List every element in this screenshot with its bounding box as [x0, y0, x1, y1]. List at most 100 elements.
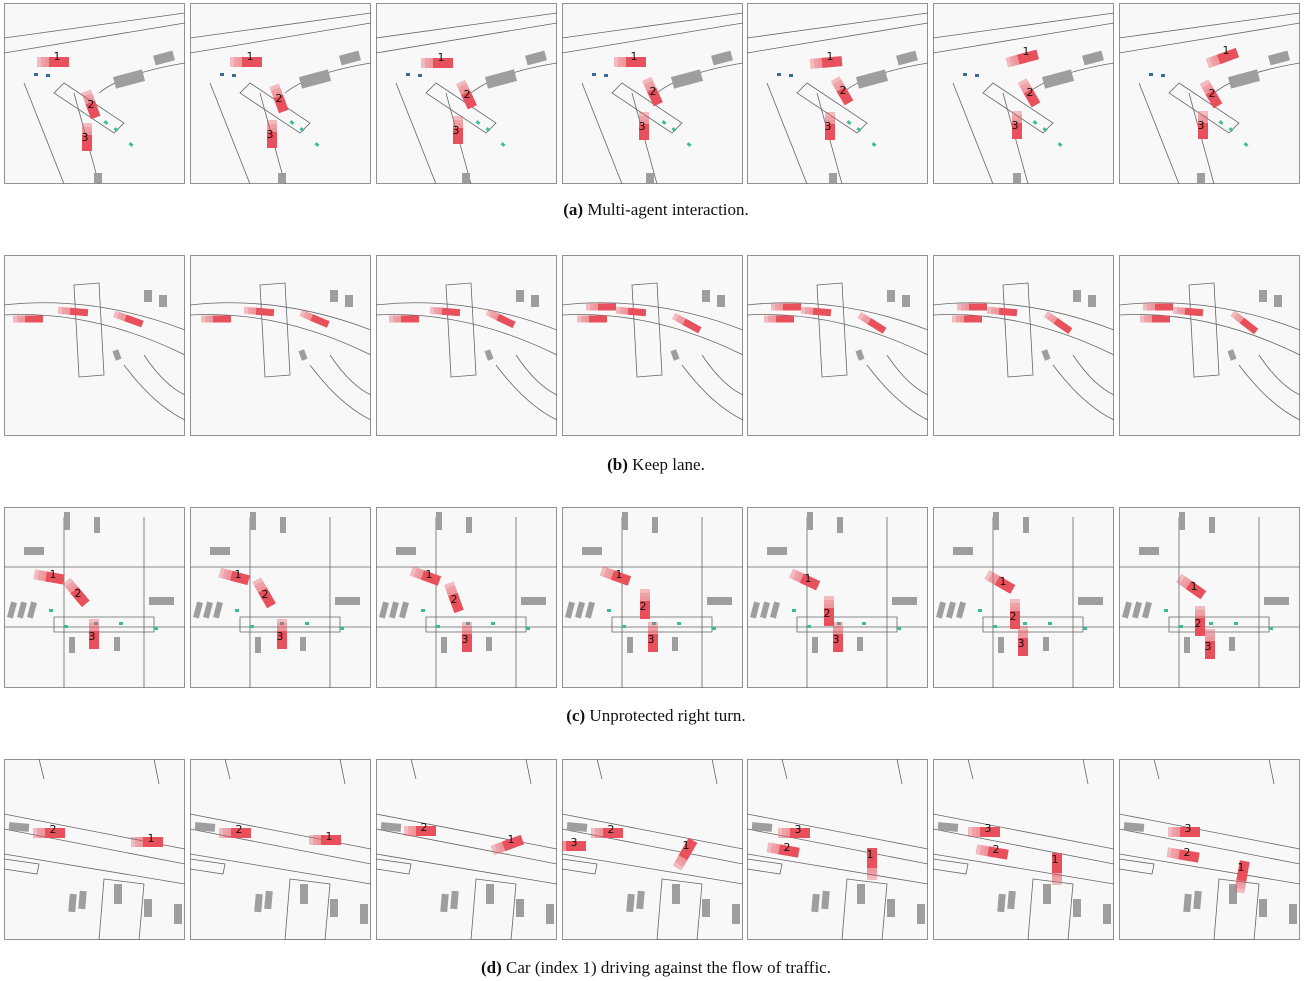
ego-agent-3	[1230, 310, 1259, 335]
obstacle-vehicle	[462, 173, 470, 183]
ego-agent-3	[833, 622, 843, 652]
ego-agent-3	[113, 310, 144, 328]
agent-label-2: 2	[1027, 86, 1034, 99]
crosswalk	[796, 616, 898, 633]
agent-label-2: 1	[326, 830, 333, 843]
agent-label-1: 1	[1023, 45, 1030, 58]
pedestrian-marker	[807, 625, 811, 628]
other-agent-marker	[592, 73, 596, 76]
crosswalk	[53, 616, 155, 633]
agent-label-2: 3	[795, 823, 802, 836]
obstacle-vehicle	[450, 890, 459, 910]
lane-line	[933, 22, 1114, 54]
lane-line	[1119, 12, 1300, 39]
obstacle-vehicle	[516, 899, 524, 917]
frame-b-6	[933, 255, 1114, 436]
obstacle-vehicle	[1041, 349, 1051, 361]
pedestrian-marker	[289, 120, 295, 125]
caption-a-text: Multi-agent interaction.	[587, 200, 749, 219]
frame-b-4	[562, 255, 743, 436]
pedestrian-marker	[340, 627, 344, 630]
obstacle-vehicle	[250, 512, 256, 530]
obstacle-vehicle	[1184, 637, 1190, 653]
obstacle-vehicle	[1229, 884, 1237, 904]
scene-background	[376, 759, 557, 940]
pedestrian-marker	[235, 609, 239, 612]
scene-a-4: 123	[562, 3, 743, 184]
pedestrian-marker	[94, 622, 98, 625]
crosswalk	[259, 282, 291, 378]
agent-label-2: 2	[1195, 617, 1202, 630]
pedestrian-marker	[1057, 142, 1063, 147]
ego-agent-1	[764, 315, 794, 323]
ego-agent-2	[131, 837, 163, 847]
lane-line	[190, 314, 371, 356]
ego-agent-1	[766, 842, 800, 858]
lane-line	[190, 302, 371, 331]
agent-label-2: 2	[640, 600, 647, 613]
lane-line	[1119, 858, 1155, 875]
ego-agent-3	[277, 619, 287, 649]
ego-agent-3	[1234, 860, 1250, 894]
agent-label-3: 3	[267, 128, 274, 141]
crosswalk	[982, 82, 1054, 134]
lane-line	[747, 517, 928, 688]
scene-background	[4, 3, 185, 184]
agent-label-1: 1	[616, 568, 623, 581]
lane-line	[933, 12, 1114, 39]
obstacle-vehicle	[153, 50, 175, 66]
pedestrian-marker	[128, 142, 134, 147]
ego-agent-1	[1175, 573, 1207, 600]
crosswalk	[611, 82, 683, 134]
scene-a-2: 123	[190, 3, 371, 184]
obstacle-vehicle	[582, 547, 602, 555]
other-agent-marker	[232, 74, 236, 77]
other-agent-marker	[604, 74, 608, 77]
pedestrian-marker	[49, 609, 53, 612]
ego-agent-3	[89, 619, 99, 649]
obstacle-vehicle	[1259, 899, 1267, 917]
obstacle-vehicle	[767, 547, 787, 555]
other-agent-marker	[1161, 74, 1165, 77]
scene-background	[933, 3, 1114, 184]
agent-label-3: 3	[639, 120, 646, 133]
pedestrian-marker	[607, 609, 611, 612]
agent-label-2: 1	[508, 833, 515, 846]
agent-label-2: 2	[451, 593, 458, 606]
caption-a-tag: (a)	[563, 200, 584, 219]
ego-agent-2	[57, 306, 89, 317]
lane-line	[376, 12, 557, 39]
ego-agent-2	[1168, 827, 1200, 837]
agent-label-2: 2	[276, 92, 283, 105]
crosswalk	[73, 282, 105, 378]
obstacle-vehicle	[264, 890, 273, 910]
obstacle-vehicle	[956, 601, 966, 619]
lane-line	[470, 878, 517, 940]
obstacle-vehicle	[1268, 50, 1290, 66]
ego-agent-2	[968, 827, 1000, 837]
lane-line	[933, 302, 1114, 331]
obstacle-vehicle	[892, 597, 917, 605]
obstacle-vehicle	[1013, 173, 1021, 183]
obstacle-vehicle	[887, 290, 895, 302]
scene-b-5	[747, 255, 928, 436]
scene-background	[1119, 759, 1300, 940]
ego-agent-1	[389, 315, 419, 323]
pedestrian-marker	[280, 622, 284, 625]
scene-c-3: 123	[376, 507, 557, 688]
ego-agent-1	[1205, 47, 1240, 69]
pedestrian-marker	[1023, 622, 1027, 625]
pedestrian-marker	[837, 622, 841, 625]
agent-label-2: 2	[840, 84, 847, 97]
ego-agent-2	[269, 83, 289, 114]
crosswalk	[425, 82, 497, 134]
lane-line	[1119, 302, 1300, 331]
obstacle-vehicle	[821, 890, 830, 910]
ego-agent-1	[1166, 847, 1200, 863]
other-agent-marker	[418, 74, 422, 77]
ego-agent-1	[952, 315, 982, 323]
scene-c-6: 123	[933, 507, 1114, 688]
other-agent-marker	[406, 73, 410, 76]
